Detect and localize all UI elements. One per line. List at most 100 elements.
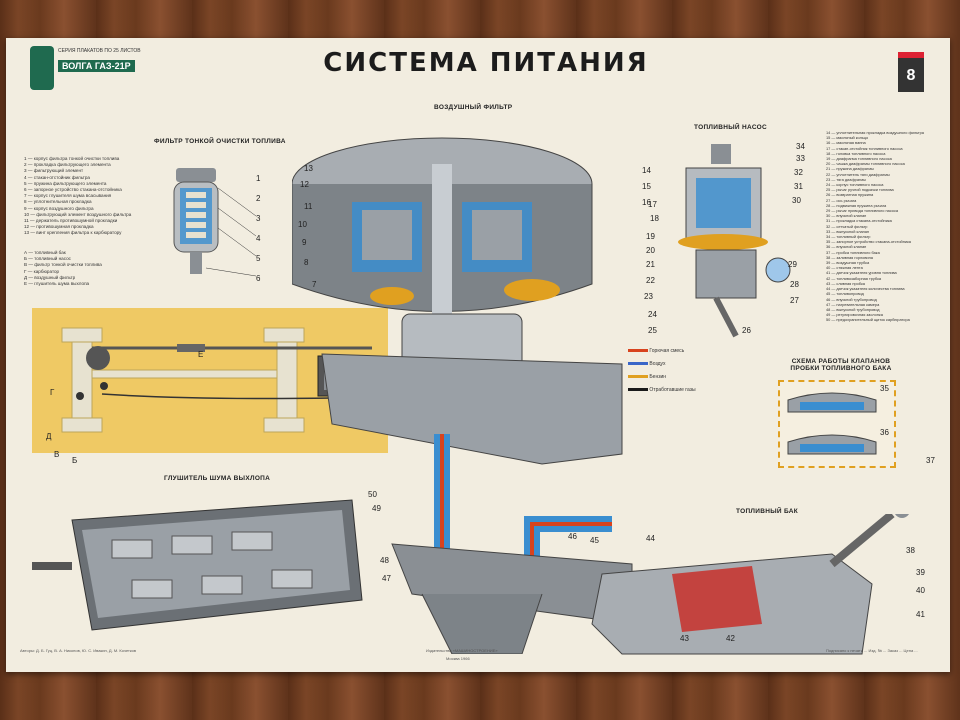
flow-legend: Горючая смесь Воздух Бензин Отработавшие… bbox=[628, 348, 768, 408]
air-filter-carburetor-illustration bbox=[292, 137, 633, 654]
caption-line: 45 — топливопровод bbox=[826, 291, 864, 297]
callout-17: 17 bbox=[648, 200, 657, 209]
fine-filter-heading: ФИЛЬТР ТОНКОЙ ОЧИСТКИ ТОПЛИВА bbox=[154, 138, 286, 145]
caption-line: 22 — уплотнитель тяги диафрагмы bbox=[826, 171, 890, 177]
sheet-number: 8 bbox=[898, 52, 924, 92]
callout-23: 23 bbox=[644, 292, 653, 301]
caption-line: 39 — воздушная трубка bbox=[826, 260, 870, 266]
caption-line: 14 — уплотнительная прокладка воздушного… bbox=[826, 130, 924, 135]
caption-line: 41 — датчик указателя уровня топлива bbox=[826, 270, 897, 276]
route-letter-e: Е bbox=[198, 350, 204, 359]
caption-line: А — топливный бак bbox=[24, 250, 66, 255]
caption-line: 26 — возвратная пружина bbox=[826, 192, 874, 198]
fine-filter-illustration bbox=[173, 168, 257, 277]
callout-2: 2 bbox=[256, 194, 261, 203]
authors-credit: Авторы: Д. Б. Гуц, В. А. Никонов, Ю. С. … bbox=[20, 648, 137, 653]
caption-line: 11 — держатель противошумной прокладки bbox=[24, 218, 118, 224]
caption-line: 18 — головка топливного насоса bbox=[826, 150, 886, 156]
caption-line: 7 — корпус глушителя шума всасывания bbox=[24, 193, 112, 199]
model-label: ВОЛГА ГАЗ-21Р bbox=[58, 60, 135, 72]
caption-line: 1 — корпус фильтра тонкой очистки топлив… bbox=[24, 156, 120, 161]
caption-line: 40 — стяжная лента bbox=[826, 265, 863, 271]
callout-29: 29 bbox=[788, 260, 797, 269]
legend-swatch-air bbox=[628, 362, 648, 366]
caption-line: 10 — фильтрующий элемент воздушного филь… bbox=[24, 211, 132, 217]
caption-line: 42 — топливозаборная трубка bbox=[826, 275, 882, 281]
callout-47: 47 bbox=[382, 574, 391, 583]
callout-10: 10 bbox=[298, 220, 307, 229]
caption-line: Г — карбюратор bbox=[24, 268, 60, 274]
legend-label: Бензин bbox=[649, 374, 667, 380]
caption-line: 24 — корпус топливного насоса bbox=[826, 182, 884, 188]
caption-line: 47 — нагревательная камера bbox=[826, 301, 880, 307]
callout-38: 38 bbox=[906, 546, 915, 555]
caption-line: 3 — фильтрующий элемент bbox=[24, 168, 84, 174]
poster-logo bbox=[30, 46, 54, 90]
legend-swatch-exhaust bbox=[628, 388, 648, 392]
route-letter-b: Б bbox=[72, 456, 78, 465]
caption-line: 44 — датчик указателя количества топлива bbox=[826, 286, 905, 292]
callout-12: 12 bbox=[300, 180, 309, 189]
callout-24: 24 bbox=[648, 310, 657, 319]
callout-1: 1 bbox=[256, 174, 261, 183]
callout-4: 4 bbox=[256, 234, 261, 243]
filter-caption-list: 1 — корпус фильтра тонкой очистки топлив… bbox=[24, 156, 152, 237]
caption-line: 21 — пружина диафрагмы bbox=[826, 166, 874, 172]
callout-15: 15 bbox=[642, 182, 651, 191]
caption-line: 23 — тяга диафрагмы bbox=[826, 176, 866, 182]
caption-line: 2 — прокладка фильтрующего элемента bbox=[24, 162, 111, 168]
callout-31: 31 bbox=[794, 182, 803, 191]
legend-swatch-mixture bbox=[628, 349, 648, 353]
callout-49: 49 bbox=[372, 504, 381, 513]
caption-line: 8 — уплотнительная прокладка bbox=[24, 199, 92, 205]
callout-22: 22 bbox=[646, 276, 655, 285]
callout-46: 46 bbox=[568, 532, 577, 541]
caption-line: Б — топливный насос bbox=[24, 256, 71, 262]
air-filter-heading: ВОЗДУШНЫЙ ФИЛЬТР bbox=[434, 104, 513, 111]
caption-line: 4 — стакан-отстойник фильтра bbox=[24, 174, 90, 180]
legend-swatch-fuel bbox=[628, 375, 648, 379]
callout-34: 34 bbox=[796, 142, 805, 151]
valves-scheme-heading: СХЕМА РАБОТЫ КЛАПАНОВ ПРОБКИ ТОПЛИВНОГО … bbox=[790, 358, 892, 372]
callout-36: 36 bbox=[880, 428, 889, 437]
callout-33: 33 bbox=[796, 154, 805, 163]
legend-label: Отработавшие газы bbox=[649, 387, 696, 393]
caption-line: 37 — пробка топливного бака bbox=[826, 249, 880, 255]
caption-line: 13 — винт крепления фильтра к карбюратор… bbox=[24, 230, 122, 236]
callout-32: 32 bbox=[794, 168, 803, 177]
caption-line: 5 — пружина фильтрующего элемента bbox=[24, 180, 107, 186]
caption-line: 43 — сливная пробка bbox=[826, 280, 865, 286]
print-info: Подписано к печати ... Изд. № ... Заказ … bbox=[826, 648, 918, 653]
fuel-tank-heading: ТОПЛИВНЫЙ БАК bbox=[736, 508, 798, 515]
callout-40: 40 bbox=[916, 586, 925, 595]
caption-line: 6 — запорное устройство стакана-отстойни… bbox=[24, 187, 122, 193]
poster-title: СИСТЕМА ПИТАНИЯ bbox=[323, 48, 649, 78]
callout-6: 6 bbox=[256, 274, 261, 283]
fuel-pump-heading: ТОПЛИВНЫЙ НАСОС bbox=[694, 124, 768, 131]
callout-14: 14 bbox=[642, 166, 651, 175]
caption-line: 29 — рычаг привода топливного насоса bbox=[826, 208, 899, 214]
callout-7: 7 bbox=[312, 280, 317, 289]
callout-19: 19 bbox=[646, 232, 655, 241]
callout-13: 13 bbox=[304, 164, 313, 173]
callout-16: 16 bbox=[642, 198, 651, 207]
callout-39: 39 bbox=[916, 568, 925, 577]
callout-5: 5 bbox=[256, 254, 261, 263]
caption-line: 19 — диафрагма топливного насоса bbox=[826, 156, 892, 162]
caption-line: 36 — впускной клапан bbox=[826, 244, 867, 250]
publication-city-year: Москва 1966 bbox=[446, 656, 470, 661]
caption-line: 38 — заливная горловина bbox=[826, 254, 873, 260]
caption-line: 46 — впускной трубопровод bbox=[826, 296, 877, 302]
poster: СЕРИЯ ПЛАКАТОВ ПО 25 ЛИСТОВ ВОЛГА ГАЗ-21… bbox=[6, 38, 950, 672]
caption-line: 34 — топливный фильтр bbox=[826, 234, 871, 240]
callout-3: 3 bbox=[256, 214, 261, 223]
caption-line: 49 — регулировочная заслонка bbox=[826, 312, 883, 318]
caption-line: В — фильтр тонкой очистки топлива bbox=[24, 262, 102, 268]
pump-caption-list: 14 — уплотнительная прокладка воздушного… bbox=[826, 130, 944, 323]
caption-line: 27 — ось рычага bbox=[826, 197, 857, 203]
callout-41: 41 bbox=[916, 610, 925, 619]
legend-label: Горючая смесь bbox=[649, 348, 685, 354]
callout-27: 27 bbox=[790, 296, 799, 305]
caption-line: 30 — впускной клапан bbox=[826, 213, 867, 219]
callout-45: 45 bbox=[590, 536, 599, 545]
